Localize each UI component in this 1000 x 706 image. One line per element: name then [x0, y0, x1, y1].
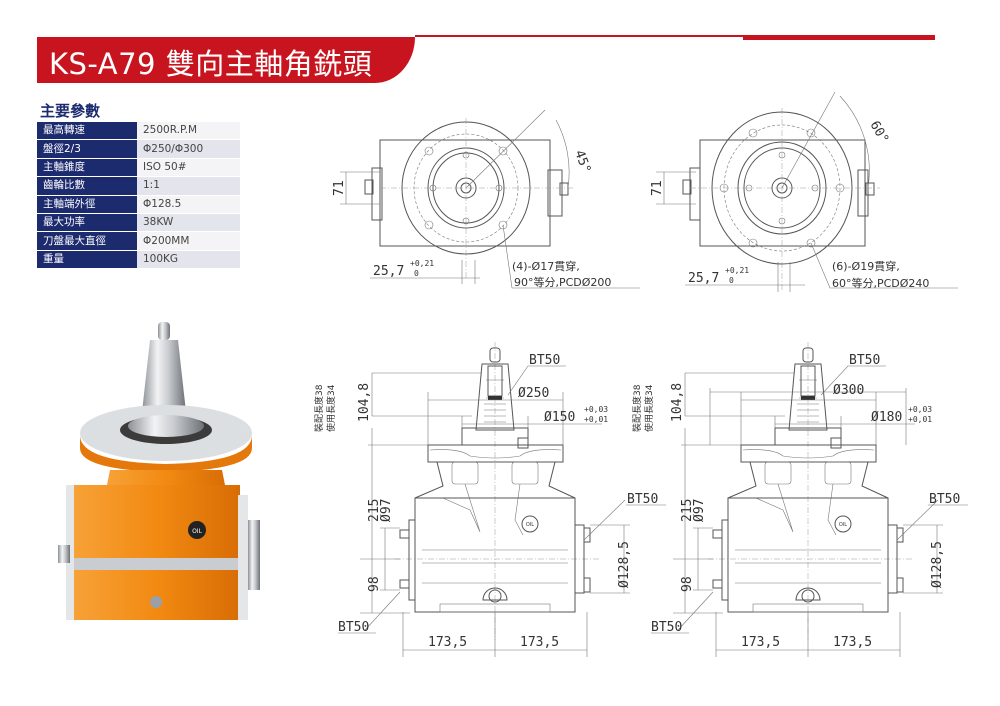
dim-215: 215 [367, 499, 382, 522]
plan-view-right: 60° 71 25,7 +0,21 0 (6)-Ø19貫穿, 60°等分,PCD… [650, 91, 958, 292]
spec-label: 主軸錐度 [37, 158, 137, 177]
taper-top-label: BT50 [849, 353, 880, 368]
taper-right-label: BT50 [929, 492, 960, 507]
spec-label: 齒輪比數 [37, 177, 137, 195]
assembly-length: 裝配長度38 [313, 384, 325, 432]
spec-label: 最高轉速 [37, 122, 137, 140]
oil-label: OIL [839, 522, 847, 528]
pilot-tol-upper: +0,03 [908, 405, 932, 414]
half-width-left: 173,5 [741, 635, 780, 650]
hole-note-1: (4)-Ø17貫穿, [512, 259, 580, 273]
elevation-view-left: BT50 Ø250 Ø150 +0,03 +0,01 104,8 裝配長度38 … [313, 341, 666, 658]
spec-value: 1:1 [137, 177, 240, 195]
title-banner: KS-A79 雙向主軸角銑頭 [37, 37, 415, 83]
assembly-length: 裝配長度38 [631, 384, 643, 432]
dim-128: Ø128,5 [930, 541, 945, 588]
product-photo: OIL [58, 322, 260, 620]
spec-value: 100KG [137, 250, 240, 269]
taper-right-label: BT50 [627, 492, 658, 507]
pilot-tol-upper: +0,03 [584, 405, 608, 414]
spec-label: 主軸端外徑 [37, 195, 137, 213]
tol-lower: 0 [414, 269, 419, 278]
half-width-right: 173,5 [833, 635, 872, 650]
spec-label: 盤徑2/3 [37, 140, 137, 158]
elevation-view-right: BT50 Ø300 Ø180 +0,03 +0,01 104,8 裝配長度38 … [631, 341, 968, 658]
spec-heading: 主要參數 [40, 102, 101, 120]
hole-note-2: 90°等分,PCDØ200 [514, 275, 611, 289]
dim-98: 98 [367, 576, 382, 592]
oil-plug-label: OIL [192, 528, 202, 535]
dim-128: Ø128,5 [617, 541, 632, 588]
spec-value: Φ200MM [137, 232, 240, 250]
flange-dia: Ø300 [833, 383, 864, 398]
dim-97: Ø97 [692, 499, 707, 522]
header-rule-accent [743, 36, 935, 40]
pilot-tol-lower: +0,01 [908, 415, 932, 424]
usable-length: 使用長度34 [643, 384, 655, 432]
half-width-right: 173,5 [520, 635, 559, 650]
usable-length: 使用長度34 [325, 384, 337, 432]
hole-note-2: 60°等分,PCDØ240 [832, 276, 929, 290]
angle-label: 60° [867, 119, 892, 147]
tol-lower: 0 [729, 276, 734, 285]
pilot-tol-lower: +0,01 [584, 415, 608, 424]
dim-215: 215 [680, 499, 695, 522]
pilot-dia: Ø180 [871, 410, 902, 425]
dim-98: 98 [680, 576, 695, 592]
hole-note-1: (6)-Ø19貫穿, [832, 259, 900, 273]
spec-value: Φ128.5 [137, 195, 240, 213]
tol-upper: +0,21 [410, 259, 434, 268]
dim-97: Ø97 [379, 499, 394, 522]
plan-view-left: 45° 71 25,7 +0,21 0 (4)-Ø17貫穿, 90°等分,PCD… [332, 109, 640, 289]
header-rule [415, 35, 935, 37]
dim-71: 71 [650, 180, 665, 196]
half-width-left: 173,5 [428, 635, 467, 650]
spec-value: ISO 50# [137, 158, 240, 177]
dim-71: 71 [332, 180, 347, 196]
pilot-dia: Ø150 [544, 410, 575, 425]
dim-height: 104,8 [670, 383, 685, 422]
spec-value: Φ250/Φ300 [137, 140, 240, 158]
dim-offset: 25,7 [373, 264, 404, 279]
elevation-geometry [359, 341, 631, 658]
dim-height: 104,8 [357, 383, 372, 422]
angle-label: 45° [571, 148, 593, 175]
spec-label: 重量 [37, 250, 137, 269]
taper-left-label: BT50 [338, 620, 369, 635]
oil-label: OIL [526, 522, 534, 528]
spec-label: 刀盤最大直徑 [37, 232, 137, 250]
page-title: KS-A79 雙向主軸角銑頭 [49, 47, 373, 81]
tol-upper: +0,21 [725, 266, 749, 275]
spec-value: 38KW [137, 213, 240, 232]
spec-label: 最大功率 [37, 213, 137, 232]
taper-left-label: BT50 [651, 620, 682, 635]
flange-dia: Ø250 [518, 386, 549, 401]
spec-value: 2500R.P.M [137, 122, 240, 140]
dim-offset: 25,7 [688, 271, 719, 286]
elevation-geometry [672, 341, 944, 658]
taper-top-label: BT50 [529, 353, 560, 368]
